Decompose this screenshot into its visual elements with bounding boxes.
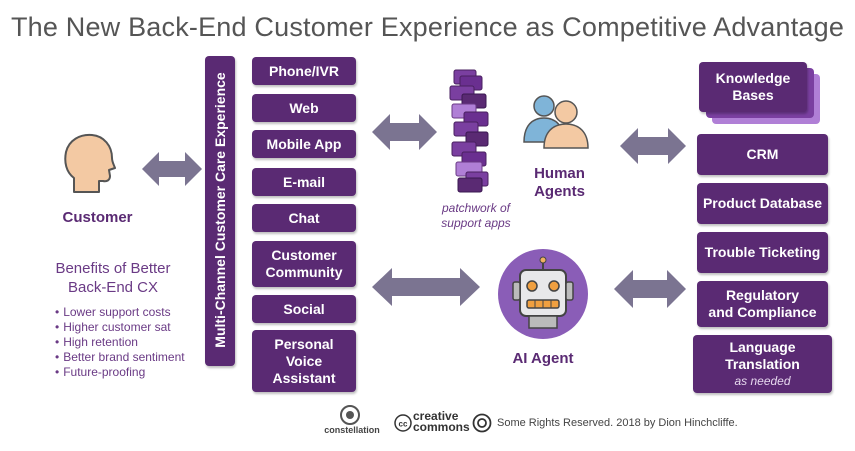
- patchwork-label: patchwork of support apps: [424, 201, 528, 231]
- creative-commons-icon: cc: [394, 414, 412, 432]
- backend-crm: CRM: [697, 134, 828, 175]
- channel-community-line2: Community: [265, 264, 343, 280]
- double-arrow-icon: [372, 268, 480, 306]
- constellation-logo-icon: [340, 405, 360, 425]
- patchwork-line1: patchwork of: [441, 201, 511, 215]
- backend-language-translation: Language Translation as needed: [693, 335, 832, 393]
- human-agents-line2: Agents: [534, 183, 585, 200]
- human-agents-line1: Human: [534, 165, 585, 182]
- benefits-list: Lower support costs Higher customer sat …: [55, 305, 205, 380]
- backend-knowledge-bases: Knowledge Bases: [699, 62, 807, 112]
- customer-head-icon: [64, 133, 116, 193]
- benefit-item: Future-proofing: [55, 365, 205, 380]
- channel-email: E-mail: [252, 168, 356, 196]
- double-arrow-icon: [372, 114, 437, 150]
- channel-assistant-line3: Assistant: [272, 369, 336, 386]
- support-apps-stack-icon: [449, 69, 489, 193]
- benefits-title: Benefits of Better Back-End CX: [48, 259, 178, 297]
- channel-social: Social: [252, 295, 356, 323]
- backend-product-database: Product Database: [697, 183, 828, 224]
- benefit-item: Lower support costs: [55, 305, 205, 320]
- channel-phone-ivr: Phone/IVR: [252, 57, 356, 85]
- human-agents-label: Human Agents: [512, 165, 607, 201]
- rights-reserved-text: Some Rights Reserved. 2018 by Dion Hinch…: [497, 417, 738, 429]
- svg-text:cc: cc: [399, 420, 408, 429]
- double-arrow-icon: [620, 128, 686, 164]
- regulatory-line2: and Compliance: [708, 304, 817, 320]
- benefits-title-line2: Back-End CX: [67, 279, 159, 296]
- double-arrow-icon: [614, 270, 686, 308]
- channel-web: Web: [252, 94, 356, 122]
- ai-agent-label: AI Agent: [512, 350, 574, 367]
- creative-commons-wordmark: creative commons: [413, 409, 470, 434]
- page-title: The New Back-End Customer Experience as …: [10, 12, 845, 42]
- channel-assistant-line2: Voice: [285, 352, 323, 369]
- language-line2: Translation: [725, 355, 800, 372]
- customer-label: Customer: [62, 209, 133, 226]
- regulatory-line1: Regulatory: [725, 287, 800, 303]
- benefit-item: Better brand sentiment: [55, 350, 205, 365]
- kb-line2: Bases: [732, 87, 774, 103]
- benefit-item: High retention: [55, 335, 205, 350]
- channel-personal-voice-assistant: Personal Voice Assistant: [252, 330, 356, 392]
- attribution-icon: [472, 413, 492, 433]
- ai-agent-robot-icon: [498, 249, 588, 339]
- cc-line1: creative: [413, 409, 459, 423]
- double-arrow-icon: [142, 152, 202, 186]
- cc-line2: commons: [413, 420, 470, 434]
- kb-line1: Knowledge: [715, 70, 791, 86]
- patchwork-line2: support apps: [441, 216, 511, 230]
- backend-regulatory-compliance: Regulatory and Compliance: [697, 281, 828, 327]
- channel-customer-community: Customer Community: [252, 241, 356, 287]
- constellation-wordmark: constellation: [324, 425, 380, 435]
- language-note: as needed: [734, 373, 791, 388]
- benefit-item: Higher customer sat: [55, 320, 205, 335]
- backend-trouble-ticketing: Trouble Ticketing: [697, 232, 828, 273]
- language-line1: Language: [729, 338, 796, 355]
- multichannel-label: Multi-Channel Customer Care Experience: [212, 72, 228, 348]
- channel-chat: Chat: [252, 204, 356, 232]
- human-agents-icon: [523, 95, 589, 149]
- channel-assistant-line1: Personal: [274, 335, 334, 352]
- multichannel-vertical-bar: Multi-Channel Customer Care Experience: [205, 56, 235, 366]
- channel-community-line1: Customer: [271, 247, 337, 263]
- channel-mobile-app: Mobile App: [252, 130, 356, 158]
- benefits-title-line1: Benefits of Better: [55, 260, 171, 277]
